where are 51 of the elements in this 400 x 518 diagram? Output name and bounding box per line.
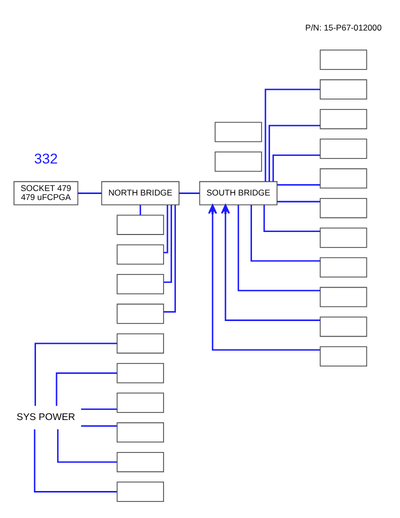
connector (164, 205, 176, 313)
node-box (116, 304, 164, 324)
connector (179, 192, 200, 194)
node-box (320, 257, 368, 278)
connector (164, 204, 172, 283)
node-box (320, 108, 368, 130)
node-box (320, 138, 368, 159)
node-text: SYS POWER (16, 412, 76, 423)
node-box: SOUTH BRIDGE (199, 181, 278, 206)
arrow (220, 204, 320, 321)
node-box: NORTH BRIDGE (101, 181, 180, 206)
connector (56, 372, 118, 406)
node-box (320, 316, 368, 337)
node-box (214, 152, 262, 172)
connector (81, 408, 117, 410)
node-box: SOCKET 479 479 uFCPGA (14, 181, 78, 206)
node-box (116, 214, 164, 235)
node-box (320, 168, 368, 189)
node-box (320, 228, 368, 248)
node-box (116, 363, 164, 384)
connector (250, 205, 320, 262)
connector (268, 124, 320, 182)
connector (34, 342, 118, 406)
connector (277, 184, 320, 186)
node-box (116, 392, 164, 413)
label: 332 (34, 151, 58, 168)
connector (263, 204, 320, 232)
node-box (320, 346, 368, 366)
connector (57, 429, 117, 463)
connector (277, 200, 320, 202)
node-box (320, 79, 368, 100)
node-box (116, 274, 164, 294)
connector (34, 429, 117, 492)
connector (238, 204, 320, 292)
connector (81, 425, 117, 427)
connector (140, 205, 142, 216)
node-box (116, 333, 164, 354)
node-box (116, 422, 164, 443)
node-box (116, 482, 164, 502)
connector (164, 204, 168, 254)
arrow (208, 204, 320, 351)
node-box (214, 122, 262, 142)
connector (272, 154, 320, 182)
node-box (320, 198, 368, 218)
connector (78, 192, 102, 194)
node-box (320, 286, 368, 308)
label: P/N: 15-P67-012000 (305, 22, 382, 32)
connector (264, 88, 320, 182)
node-box (320, 50, 368, 70)
node-box (116, 244, 164, 265)
node-box (116, 452, 164, 472)
